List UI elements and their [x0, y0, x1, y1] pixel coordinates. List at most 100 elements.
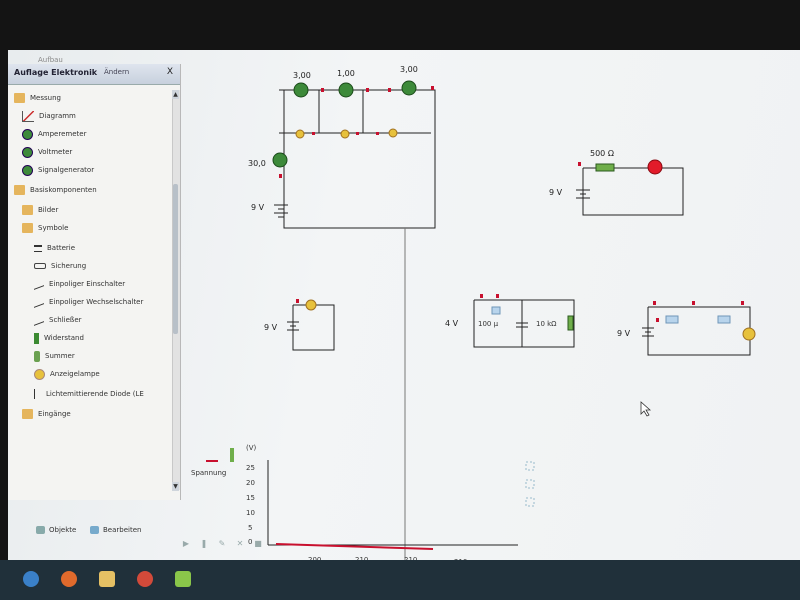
browser-icon [137, 571, 153, 587]
resistor-icon [34, 332, 39, 344]
tree-item-batterie[interactable]: Batterie [34, 240, 75, 256]
meter-icon [22, 146, 33, 158]
tree-item-summer[interactable]: Summer [34, 348, 75, 364]
voltmeter-left[interactable]: 30,0 [248, 152, 288, 168]
y-unit-label: (V) [246, 444, 257, 452]
tree-item-label: Lichtemittierende Diode (LE [46, 390, 144, 398]
fuse-icon [34, 263, 46, 269]
folder-icon [14, 185, 25, 195]
battery-main-voltage: 9 V [251, 203, 265, 212]
start-button[interactable] [18, 566, 44, 592]
tab-edit[interactable]: Bearbeiten [90, 526, 141, 534]
panel-subtitle[interactable]: Ändern [104, 68, 130, 76]
tree-item-amperemeter[interactable]: Amperemeter [22, 126, 86, 142]
tree-item-einschalter[interactable]: Einpoliger Einschalter [34, 276, 125, 292]
tab-objects[interactable]: Objekte [36, 526, 76, 534]
mouse-cursor [640, 401, 652, 417]
battery-lamp-voltage: 9 V [264, 323, 278, 332]
switch-icon [34, 296, 44, 308]
meter-icon [22, 164, 33, 176]
tree-item-sicherung[interactable]: Sicherung [34, 258, 86, 274]
app-screen: Aufbau 3,00 1,00 3,00 30,0 [8, 50, 800, 565]
tree-item-widerstand[interactable]: Widerstand [34, 330, 84, 346]
tree-item-label: Anzeigelampe [50, 370, 100, 378]
tree-item-label: Schließer [49, 316, 82, 324]
ammeter-2[interactable]: 1,00 [337, 69, 355, 98]
switch-2[interactable] [717, 315, 731, 324]
scroll-up-icon[interactable]: ▲ [172, 90, 179, 99]
lamp-right[interactable] [742, 327, 756, 341]
tree-item-label: Basiskomponenten [30, 186, 97, 194]
lamp-main-3[interactable] [388, 128, 398, 138]
tree-item-diagramm[interactable]: Diagramm [22, 108, 76, 124]
tree-folder-messung[interactable]: Messung [14, 90, 61, 106]
tree-folder-basiskomponenten[interactable]: Basiskomponenten [14, 182, 97, 198]
switch-icon [34, 314, 44, 326]
tree-item-label: Sicherung [51, 262, 87, 270]
tree-item-anzeigelampe[interactable]: Anzeigelampe [34, 366, 100, 382]
battery-rc-voltage: 4 V [445, 319, 459, 328]
ammeter-1[interactable]: 3,00 [293, 71, 311, 98]
tree-item-signalgenerator[interactable]: Signalgenerator [22, 162, 94, 178]
tree-item-wechselschalter[interactable]: Einpoliger Wechselschalter [34, 294, 143, 310]
capacitor[interactable] [516, 322, 528, 328]
delete-icon[interactable]: ✕ [236, 539, 244, 548]
meter-icon [22, 128, 33, 140]
buzzer-icon [34, 350, 40, 362]
resistor-rc-label: 10 kΩ [536, 320, 557, 328]
battery-icon [34, 244, 42, 252]
y-tick: 10 [246, 509, 255, 517]
tree-item-voltmeter[interactable]: Voltmeter [22, 144, 72, 160]
tree-folder-bilder[interactable]: Bilder [22, 202, 58, 218]
tree-item-label: Diagramm [39, 112, 76, 120]
switch-1[interactable] [665, 315, 679, 324]
folder-icon [22, 409, 33, 419]
stop-icon[interactable]: ■ [254, 539, 262, 548]
objects-icon [36, 526, 45, 534]
scroll-down-icon[interactable]: ▼ [172, 482, 179, 491]
taskbar-explorer[interactable] [94, 566, 120, 592]
tree-folder-symbole[interactable]: Symbole [22, 220, 68, 236]
led-red[interactable] [647, 159, 663, 175]
tree-item-label: Einpoliger Einschalter [49, 280, 126, 288]
legend-label: Spannung [191, 469, 226, 477]
switch-rc[interactable] [491, 306, 501, 315]
resistor-rc[interactable] [567, 315, 574, 331]
close-icon[interactable]: X [166, 67, 174, 77]
tree-item-label: Einpoliger Wechselschalter [49, 298, 144, 306]
tree-folder-eingaenge[interactable]: Eingänge [22, 406, 71, 422]
y-tick: 25 [246, 464, 255, 472]
y-tick: 20 [246, 479, 255, 487]
lamp-main-2[interactable] [340, 129, 350, 139]
tree-item-led[interactable]: Lichtemittierende Diode (LE [34, 386, 144, 402]
lamp-main-1[interactable] [295, 129, 305, 139]
resistor-500[interactable]: 500 Ω [590, 149, 615, 172]
tree-item-label: Messung [30, 94, 61, 102]
play-icon[interactable]: ▶ [182, 539, 190, 548]
taskbar-browser-2[interactable] [132, 566, 158, 592]
taskbar-browser-1[interactable] [56, 566, 82, 592]
tree-item-schliesser[interactable]: Schließer [34, 312, 82, 328]
tree-item-label: Widerstand [44, 334, 84, 342]
chart-icon [22, 110, 34, 122]
circuit-canvas[interactable]: 3,00 1,00 3,00 30,0 9 V [8, 50, 800, 565]
pause-icon[interactable]: ❚ [200, 539, 208, 548]
meter-left-value: 30,0 [248, 159, 266, 168]
lamp-single[interactable] [305, 299, 317, 311]
meter-2-value: 1,00 [337, 69, 355, 78]
resistor-500-label: 500 Ω [590, 149, 614, 158]
battery-main[interactable] [274, 204, 288, 218]
y-tick: 5 [248, 524, 252, 532]
legend-indicator [230, 448, 234, 462]
tab-objects-label: Objekte [49, 526, 77, 534]
tree-item-label: Eingänge [38, 410, 71, 418]
folder-icon [14, 93, 25, 103]
taskbar-app[interactable] [170, 566, 196, 592]
panel-tabs: Objekte Bearbeiten [8, 520, 180, 542]
ammeter-3[interactable]: 3,00 [400, 65, 418, 96]
edit-pen-icon[interactable]: ✎ [218, 539, 226, 548]
y-tick: 15 [246, 494, 255, 502]
scrollbar-thumb[interactable] [173, 184, 178, 334]
panel-title: Auflage Elektronik [14, 68, 98, 77]
tree-item-label: Bilder [38, 206, 59, 214]
